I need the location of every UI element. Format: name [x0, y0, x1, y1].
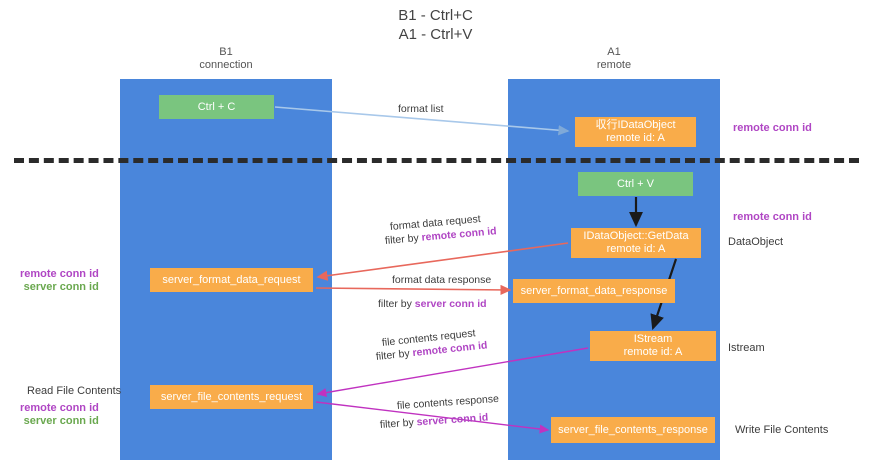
annotation-server-conn-id: server conn id [23, 281, 99, 293]
swimlane-heading-a1: A1 remote [596, 46, 632, 71]
annotation-read-file-contents: Read File Contents [27, 385, 121, 398]
phase-divider [14, 158, 859, 163]
edge-label-format-list: format list [398, 103, 444, 115]
annotation-text: Istream [728, 342, 765, 354]
node-idataobject-getdata[interactable]: IDataObject::GetData remote id: A [571, 228, 701, 258]
filter-prefix: filter by [375, 347, 414, 363]
annotation-istream: Istream [728, 342, 765, 355]
annotation-remote-conn-id-mid: remote conn id [733, 211, 812, 224]
page-title: B1 - Ctrl+C A1 - Ctrl+V [398, 7, 473, 43]
node-idataobject[interactable]: 収行IDataObject remote id: A [575, 117, 696, 147]
annotation-remote-conn-id: remote conn id [20, 402, 99, 414]
edge-label-format-data-response: format data response [392, 274, 492, 286]
swimlane-heading-b1: B1 connection [199, 46, 253, 71]
annotation-dataobject: DataObject [728, 236, 783, 249]
edge-label-file-contents-response: file contents response [396, 392, 500, 412]
node-istream[interactable]: IStream remote id: A [590, 331, 716, 361]
filter-key-server-conn-id: server conn id [416, 411, 489, 429]
edge-label-format-data-response-filter: filter by server conn id [378, 298, 487, 311]
filter-prefix: filter by [379, 416, 418, 431]
edge-format-data-response [315, 284, 512, 296]
annotation-remote-conn-id-top: remote conn id [733, 122, 812, 135]
annotation-text: Read File Contents [27, 385, 122, 397]
annotation-server-conn-id: server conn id [23, 415, 99, 427]
annotation-text: remote conn id [733, 122, 812, 134]
node-ctrl-c[interactable]: Ctrl + C [159, 95, 274, 119]
filter-prefix: filter by [378, 298, 415, 310]
filter-key-server-conn-id: server conn id [414, 298, 487, 310]
node-server-format-data-request[interactable]: server_format_data_request [150, 268, 313, 292]
node-server-format-data-response[interactable]: server_format_data_response [513, 279, 675, 303]
annotation-text: Write File Contents [735, 424, 829, 436]
edge-label-file-contents-response-filter: filter by server conn id [380, 411, 489, 432]
node-server-file-contents-request[interactable]: server_file_contents_request [150, 385, 313, 409]
annotation-write-file-contents: Write File Contents [735, 424, 828, 437]
node-ctrl-v[interactable]: Ctrl + V [578, 172, 693, 196]
filter-prefix: filter by [384, 231, 423, 247]
annotation-text: remote conn id [733, 211, 812, 223]
node-server-file-contents-response[interactable]: server_file_contents_response [551, 417, 715, 443]
annotation-remote-conn-id: remote conn id [20, 268, 99, 280]
annotation-text: DataObject [728, 236, 784, 248]
